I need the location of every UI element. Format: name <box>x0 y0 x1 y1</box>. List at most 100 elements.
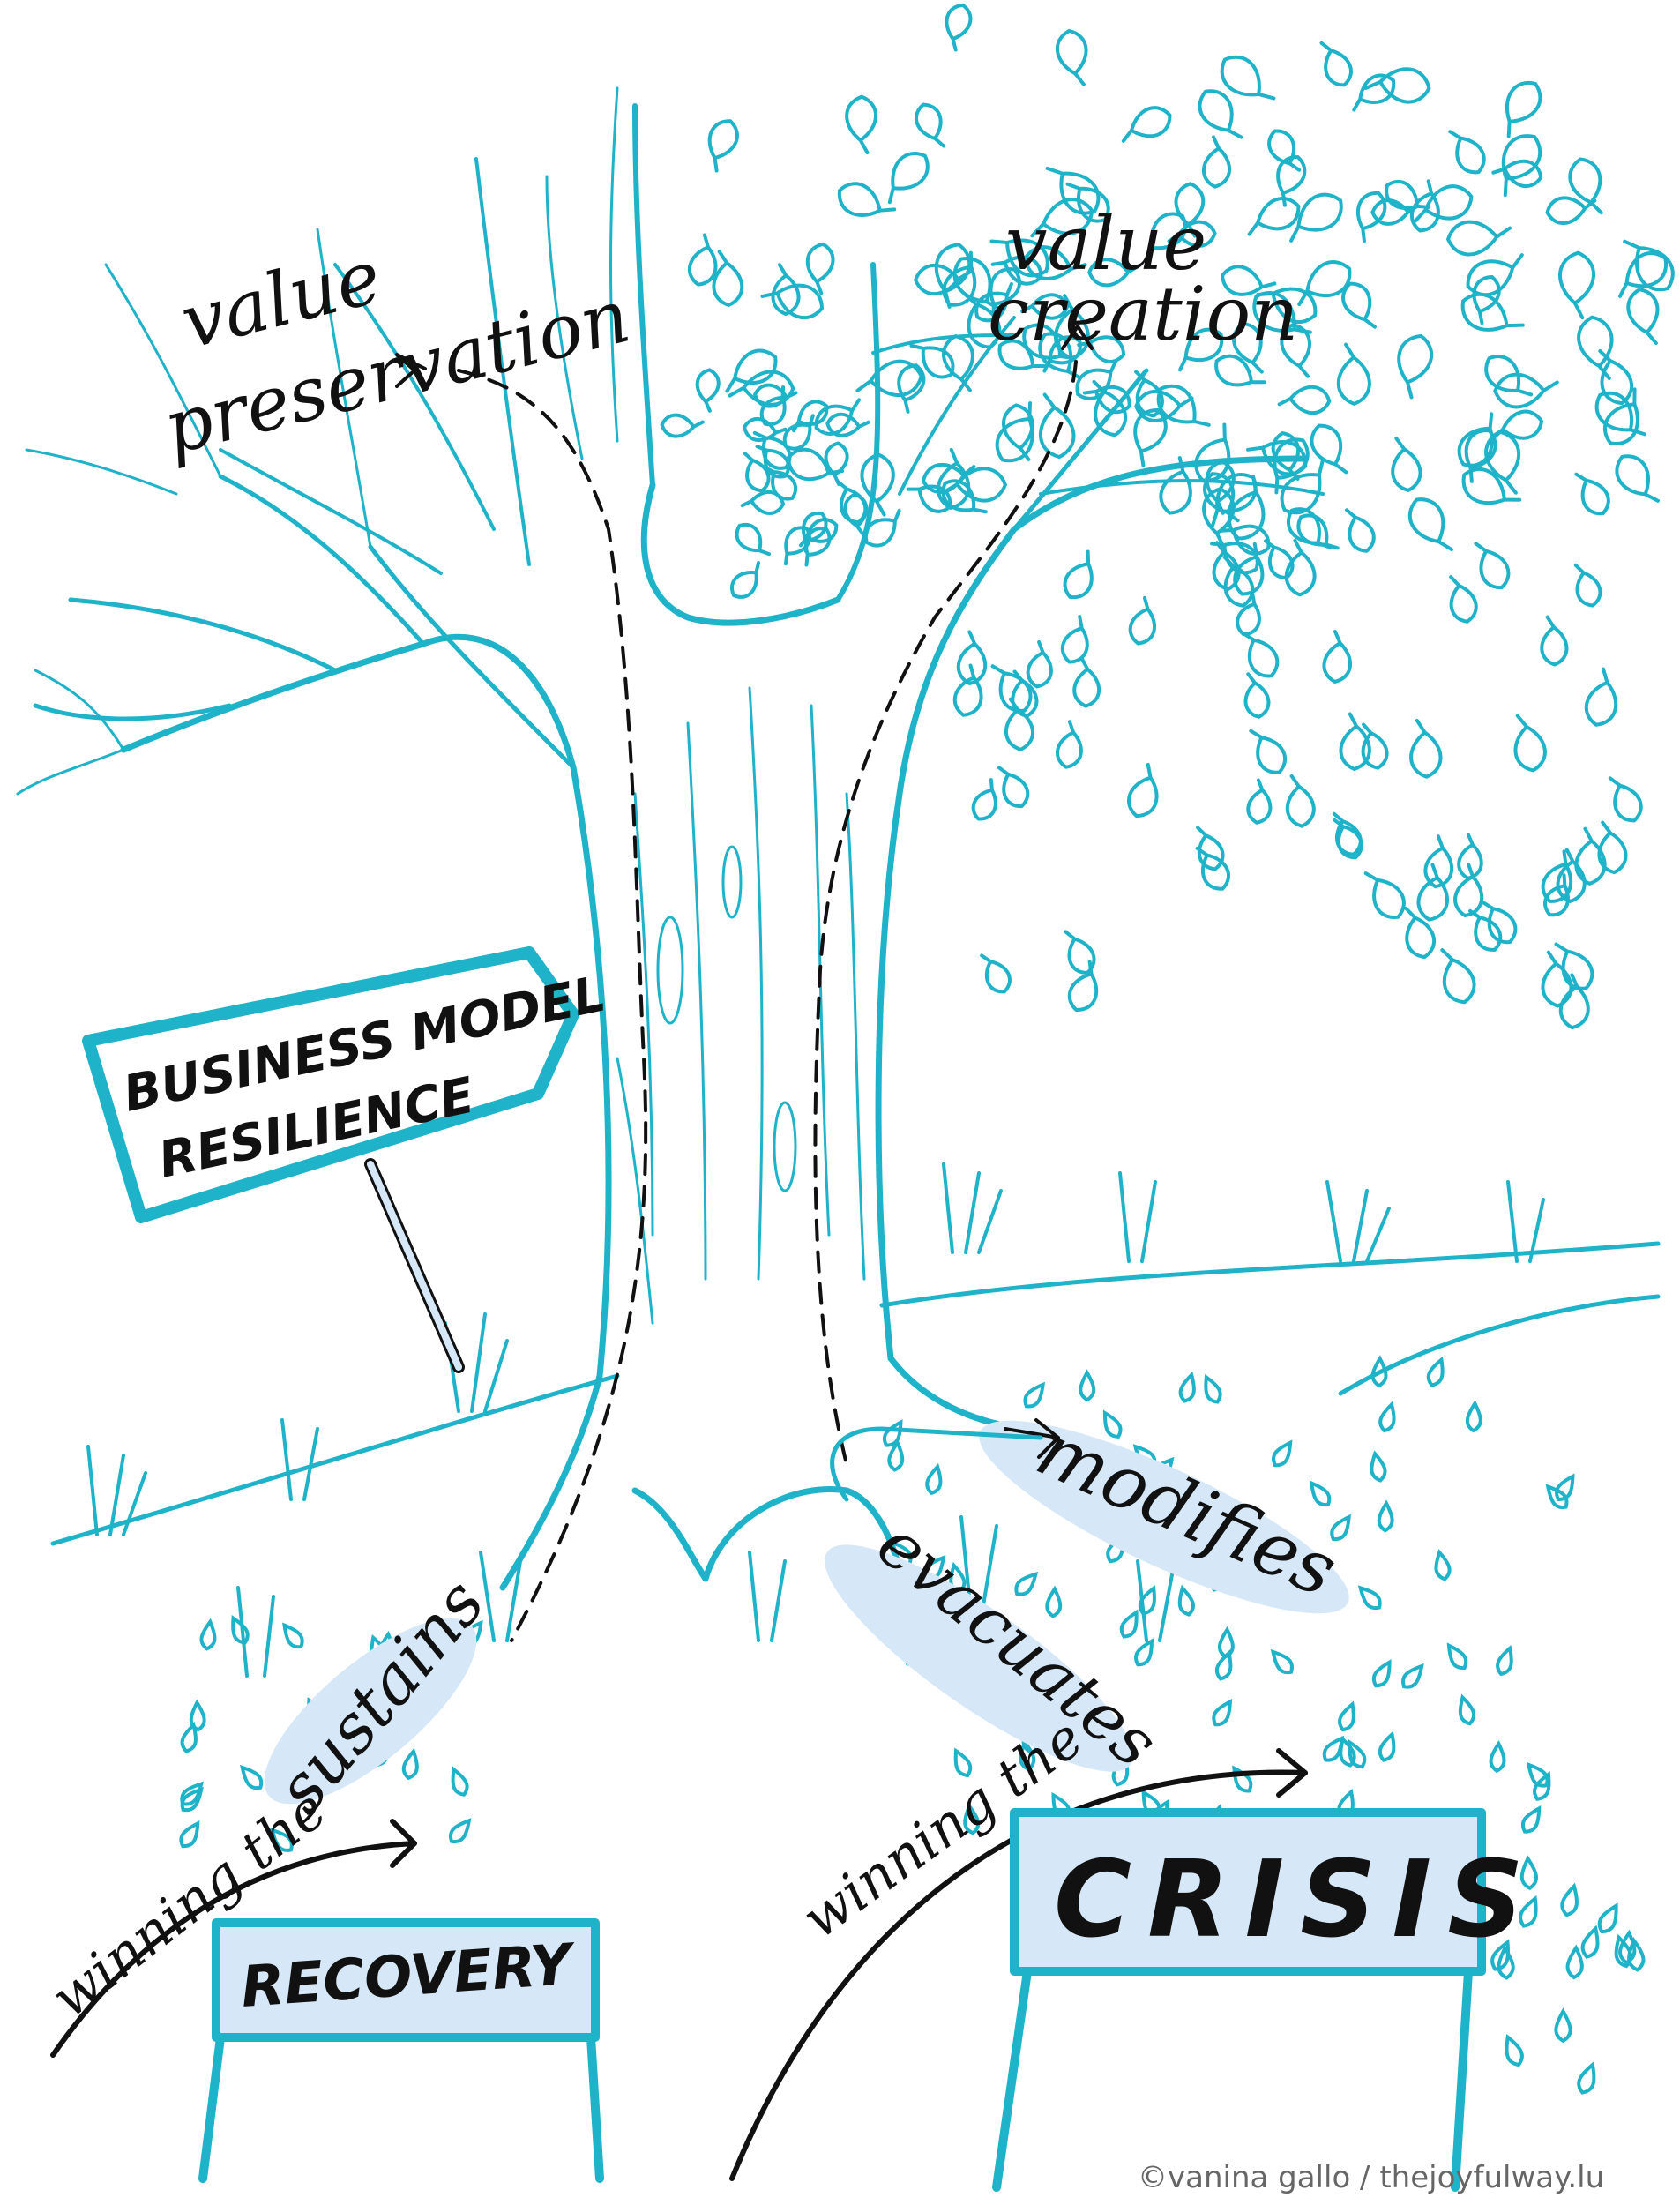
droplet-icon <box>451 1766 469 1797</box>
leaf-icon <box>1289 192 1343 243</box>
droplet-icon <box>180 1781 204 1806</box>
leaf-icon <box>1247 196 1301 236</box>
leaf-icon <box>1464 429 1497 483</box>
leaf-icon <box>1146 212 1187 264</box>
leaf-icon <box>1558 250 1595 320</box>
leaf-icon <box>730 561 761 599</box>
leaf-icon <box>1603 387 1639 445</box>
droplet-icon <box>1597 1902 1618 1934</box>
leaf-icon <box>1060 615 1089 664</box>
leaf-icon <box>860 452 895 517</box>
leaf-icon <box>934 243 972 309</box>
droplet-icon <box>1554 2007 1572 2044</box>
leaf-icon <box>1505 80 1542 138</box>
leaf-icon <box>1416 863 1449 922</box>
leaf-icon <box>1474 542 1511 590</box>
droplet-icon <box>1377 1499 1394 1533</box>
droplet-icon <box>1212 1698 1233 1727</box>
leaf-icon <box>980 953 1012 994</box>
leaf-icon <box>824 441 849 486</box>
droplet-icon <box>180 1786 204 1813</box>
leaf-icon <box>1332 811 1363 856</box>
leaf-icon <box>1457 412 1494 467</box>
leaf-icon <box>782 414 815 451</box>
leaf-icon <box>1087 258 1141 288</box>
droplet-icon <box>1580 1925 1600 1959</box>
signpost-icon <box>82 946 579 1373</box>
leaf-icon <box>660 3 1675 1030</box>
leaf-icon <box>707 119 739 173</box>
droplet-icon <box>1614 1933 1633 1969</box>
leaf-icon <box>1127 763 1159 818</box>
leaf-icon <box>1409 718 1443 779</box>
leaf-icon <box>1222 555 1255 608</box>
droplet-icon <box>1489 1740 1506 1774</box>
droplet-icon <box>1519 1855 1538 1891</box>
droplet-icon <box>1465 1400 1482 1433</box>
leaf-icon <box>1159 456 1192 515</box>
droplet-icon <box>1178 1371 1196 1403</box>
leaf-icon <box>1020 293 1070 320</box>
leaf-icon <box>1167 220 1217 248</box>
droplet-icon <box>1378 1401 1396 1433</box>
word-highlights <box>264 1420 1349 1805</box>
winning-arrows <box>50 1748 1308 2181</box>
droplet-icon <box>1214 1649 1233 1681</box>
droplet-icon <box>1446 1642 1468 1671</box>
leaf-icon <box>1001 403 1034 461</box>
leaf-icon <box>942 467 1008 503</box>
leaf-icon <box>909 343 955 379</box>
droplet-icon <box>1045 1585 1063 1618</box>
leaf-icon <box>1355 191 1387 243</box>
leaf-icon <box>743 417 788 443</box>
leaf-icon <box>1391 437 1422 493</box>
leaf-icon <box>825 412 870 437</box>
leaf-icon <box>1623 239 1675 292</box>
leaf-icon <box>1461 467 1522 505</box>
droplet-icon <box>231 1615 250 1645</box>
leaf-icon <box>1246 778 1273 825</box>
leaf-icon <box>1481 900 1518 945</box>
leaf-icon <box>1501 134 1542 198</box>
leaf-icon <box>1178 327 1224 372</box>
leaf-icon <box>1363 871 1406 919</box>
leaf-icon <box>1121 106 1172 143</box>
droplet-icon <box>449 1818 472 1844</box>
droplet-icon <box>1014 1571 1039 1596</box>
leaf-icon <box>914 263 972 296</box>
leaf-icon <box>1558 973 1590 1030</box>
leaf-icon <box>1201 135 1232 189</box>
leaf-icon <box>688 233 718 287</box>
hills <box>50 1241 1661 1546</box>
droplet-icon <box>1204 1373 1222 1404</box>
leaf-icon <box>1064 930 1096 975</box>
leaf-icon <box>845 94 877 155</box>
droplet-icon <box>1458 1693 1476 1726</box>
leaf-icon <box>989 238 1049 278</box>
leaf-icon <box>740 490 786 515</box>
leaf-icon <box>1336 342 1371 407</box>
leaf-icon <box>1445 220 1512 257</box>
leaf-icon <box>752 430 792 470</box>
leaf-icon <box>1413 184 1474 223</box>
leaf-icon <box>971 778 997 821</box>
leaf-icon <box>1448 130 1486 175</box>
droplet-icon <box>199 1618 217 1651</box>
leaf-icon <box>1577 315 1614 381</box>
droplet-icon <box>1371 1659 1392 1688</box>
droplet-icon <box>1138 1585 1156 1616</box>
leaf-icon <box>1466 253 1524 297</box>
leaf-icon <box>1540 615 1569 667</box>
leaf-icon <box>1011 669 1039 718</box>
leaf-icon <box>1232 321 1264 374</box>
leaf-icon <box>1407 497 1453 552</box>
leaf-icon <box>1214 354 1266 387</box>
droplet-icon <box>1218 1626 1235 1659</box>
leaf-icon <box>1397 333 1434 400</box>
leaf-icon <box>1039 392 1076 460</box>
leaf-icon <box>805 242 835 295</box>
crisis-label: CRISIS <box>1054 1839 1540 1962</box>
droplet-icon <box>189 1699 206 1732</box>
leaf-icon <box>1598 348 1633 406</box>
leaf-icon <box>863 508 901 548</box>
